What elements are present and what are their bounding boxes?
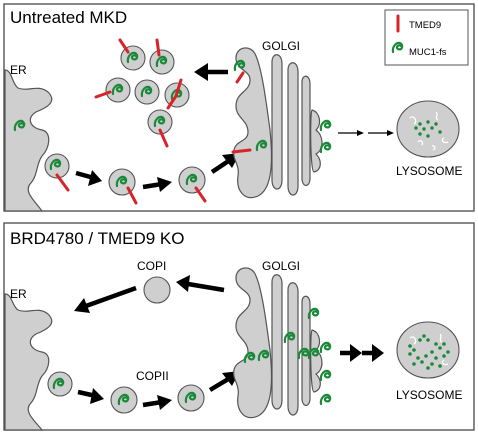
arrow-copii-to-copii xyxy=(142,395,172,410)
bottom-panel-title: BRD4780 / TMED9 KO xyxy=(10,229,184,248)
lysosome-bottom-label: LYSOSOME xyxy=(396,388,462,402)
copii-label: COPII xyxy=(136,369,169,383)
er-top xyxy=(4,69,53,212)
arrow-er-to-vesicle xyxy=(75,170,102,186)
legend: TMED9 MUC1-fs xyxy=(384,9,469,66)
arrow-golgi-to-lysosome-bold xyxy=(340,344,384,362)
arrow-copi-to-er xyxy=(74,285,137,313)
golgi-bottom xyxy=(233,267,332,419)
vesicle-3 xyxy=(178,166,207,203)
copii-vesicle-3 xyxy=(177,384,205,412)
legend-tmed9: TMED9 xyxy=(409,20,441,31)
golgi-bottom-label: GOLGI xyxy=(262,259,300,273)
arrow-golgi-to-cluster xyxy=(194,63,228,81)
copi-vesicle xyxy=(143,276,171,304)
lysosome-top xyxy=(396,100,460,158)
legend-muc1: MUC1-fs xyxy=(409,47,447,58)
er-bottom-label: ER xyxy=(10,287,27,301)
er-top-label: ER xyxy=(10,63,27,77)
arrow-golgi-to-lysosome xyxy=(338,130,394,136)
vesicle-cluster xyxy=(94,38,190,148)
vesicle-1 xyxy=(44,153,70,192)
arrow-vesicle-to-vesicle xyxy=(142,177,172,192)
golgi-top xyxy=(231,47,323,199)
copi-label: COPI xyxy=(137,259,166,273)
er-bottom xyxy=(4,293,53,431)
top-panel-title: Untreated MKD xyxy=(10,8,127,27)
lysosome-bottom xyxy=(396,321,460,379)
arrow-er-to-copii xyxy=(77,388,104,404)
arrow-golgi-to-copi xyxy=(176,275,225,293)
copii-vesicle-2 xyxy=(110,386,138,414)
lysosome-top-label: LYSOSOME xyxy=(396,164,462,178)
copii-vesicle-1 xyxy=(47,371,73,397)
vesicle-2 xyxy=(108,168,138,205)
golgi-top-label: GOLGI xyxy=(262,39,300,53)
